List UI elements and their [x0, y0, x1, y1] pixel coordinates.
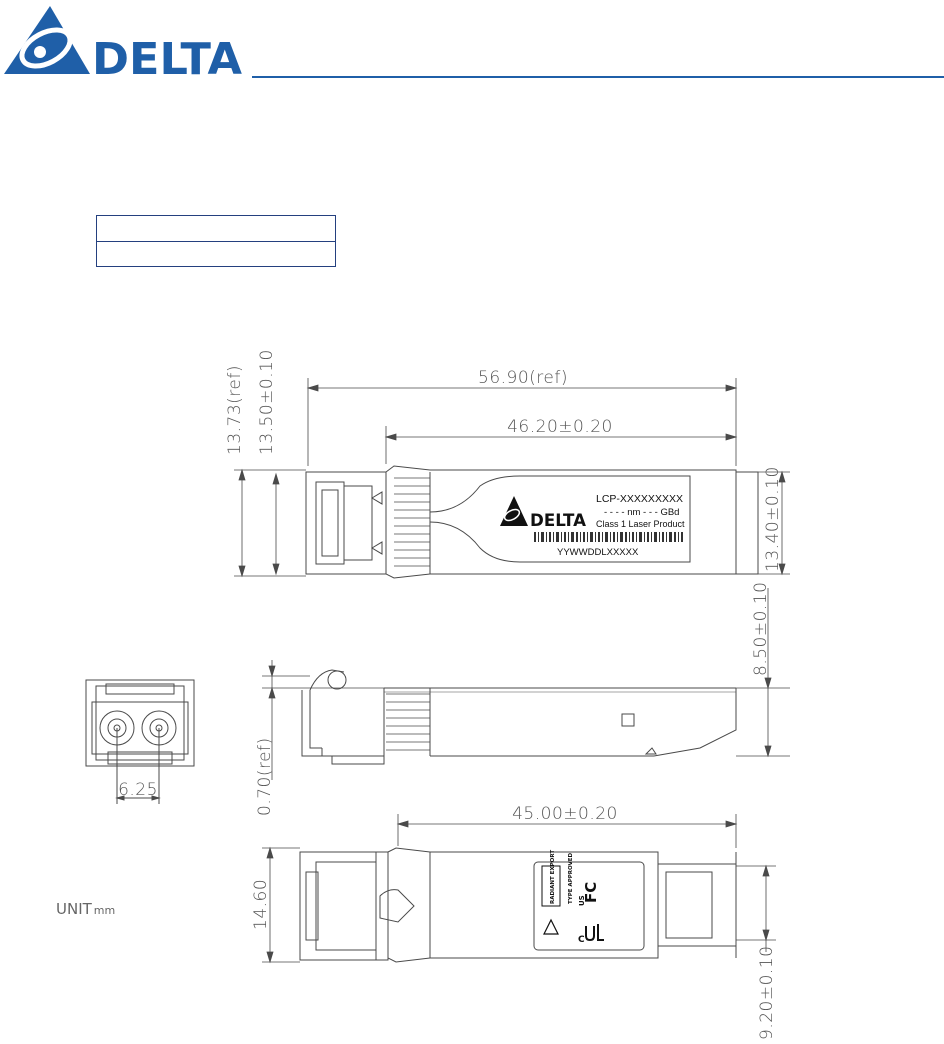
caption-table — [96, 215, 336, 267]
label-barcode — [534, 532, 683, 542]
unit-value: mm — [94, 904, 115, 917]
dim-side-height: 8.50±0.10 — [751, 582, 771, 676]
ul-mark-icon — [585, 924, 604, 942]
label-wavelength: - - - - nm - - - GBd — [604, 507, 679, 518]
cert-ul-us: US — [578, 895, 586, 906]
bottom-view — [299, 847, 737, 963]
cert-type-approved: TYPE APPROVED — [568, 852, 574, 904]
dim-height: 13.50±0.10 — [257, 349, 277, 455]
dim-cage-width: 9.20±0.10 — [757, 946, 777, 1040]
dim-body-length: 46.20±0.20 — [507, 417, 613, 437]
header-rule — [252, 76, 944, 78]
mechanical-drawing: 56.90(ref) 46.20±0.20 13.73(ref) 13.50±0… — [56, 349, 790, 1040]
cert-label: RADIANT EXPORT TYPE APPROVED FC C US — [541, 850, 604, 945]
front-view — [85, 679, 195, 804]
top-view — [305, 465, 759, 579]
warning-triangle-icon — [543, 918, 559, 935]
label-laser-class: Class 1 Laser Product — [596, 519, 685, 529]
product-label: DELTA LCP-XXXXXXXXX - - - - nm - - - GBd… — [500, 493, 685, 558]
delta-logo: DELTA — [4, 6, 242, 80]
side-view — [301, 669, 737, 765]
dim-bottom-length: 45.00±0.20 — [512, 804, 618, 824]
dim-pitch: 6.25 — [118, 780, 158, 800]
caption-row — [97, 216, 335, 242]
dim-latch: 0.70(ref) — [255, 737, 275, 816]
cert-ul-c: C — [578, 935, 585, 945]
logo-text: DELTA — [92, 34, 242, 80]
label-part-number: LCP-XXXXXXXXX — [596, 493, 683, 505]
unit-label-text: UNIT — [56, 900, 93, 918]
dim-right-height: 13.40±0.10 — [763, 466, 783, 572]
cert-fc: FC — [582, 882, 600, 903]
dim-bottom-width: 14.60 — [251, 879, 271, 930]
cert-radiant: RADIANT EXPORT — [550, 850, 556, 904]
label-serial: YYWWDDLXXXXX — [557, 547, 639, 558]
dim-total-height: 13.73(ref) — [225, 365, 245, 455]
dim-total-length: 56.90(ref) — [478, 368, 568, 388]
label-brand: DELTA — [530, 511, 587, 531]
